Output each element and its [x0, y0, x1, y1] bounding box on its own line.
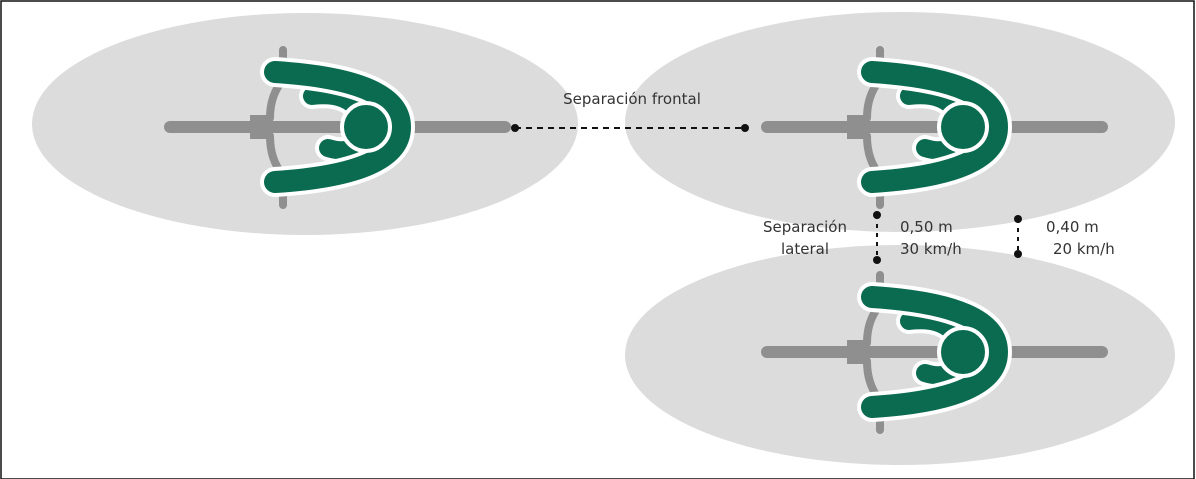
distance-value-a: 0,50 m — [900, 218, 953, 236]
distance-value-b: 0,40 m — [1046, 218, 1099, 236]
lateral-separation-label-line2: lateral — [781, 240, 829, 258]
lateral-separation-label-line1: Separación — [763, 218, 847, 236]
lateral-separation-marker-b — [1014, 215, 1022, 258]
frontal-separation-marker — [511, 124, 749, 132]
speed-value-b: 20 km/h — [1053, 240, 1115, 258]
lateral-separation-marker-a — [873, 211, 881, 264]
speed-value-a: 30 km/h — [900, 240, 962, 258]
frontal-separation-label: Separación frontal — [563, 90, 701, 108]
